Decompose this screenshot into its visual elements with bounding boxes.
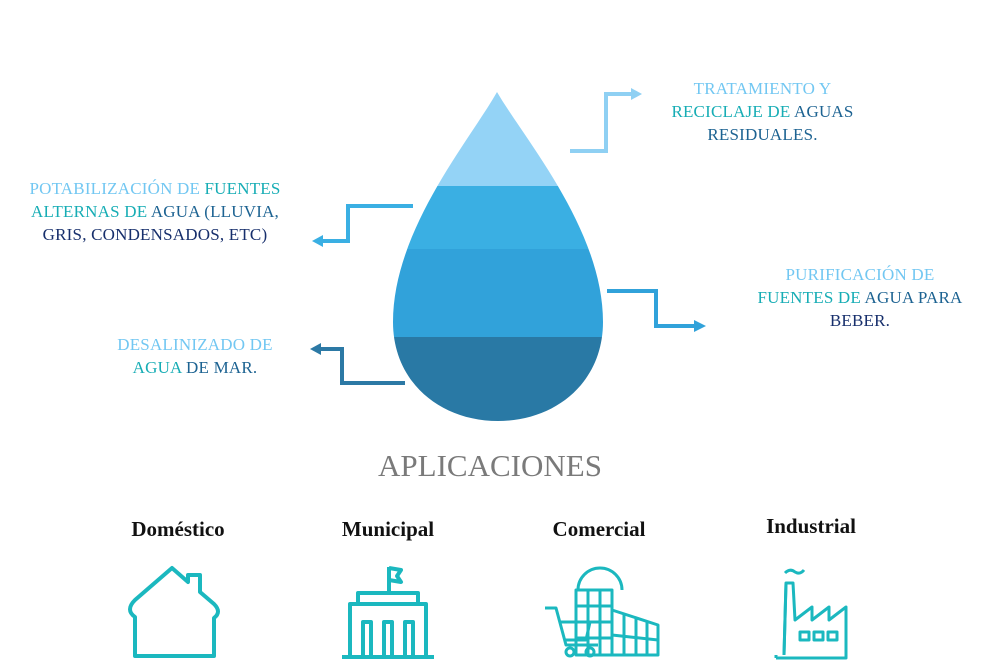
label-line: POTABILIZACIÓN DE bbox=[29, 179, 205, 198]
label-line: AGUA (LLUVIA, bbox=[150, 202, 280, 221]
label-line: DESALINIZADO DE bbox=[117, 335, 273, 354]
category-municipal: Municipal bbox=[341, 517, 435, 541]
label-purificacion: PURIFICACIÓN DE FUENTES DE AGUA PARA BEB… bbox=[735, 263, 985, 332]
arrow-desalinizado bbox=[320, 347, 405, 385]
label-line: FUENTES bbox=[204, 179, 281, 198]
drop-layer-4 bbox=[393, 337, 603, 421]
label-line: FUENTES DE bbox=[757, 288, 865, 307]
category-industrial: Industrial bbox=[766, 514, 856, 538]
water-drop bbox=[393, 92, 603, 421]
label-line: RECICLAJE DE bbox=[671, 102, 794, 121]
label-desalinizado: DESALINIZADO DE AGUA DE MAR. bbox=[95, 333, 295, 379]
label-potabilizacion: POTABILIZACIÓN DE FUENTES ALTERNAS DE AG… bbox=[10, 177, 300, 246]
label-line: AGUAS bbox=[793, 102, 854, 121]
arrow-purificacion bbox=[607, 289, 696, 328]
label-line: AGUA PARA bbox=[864, 288, 963, 307]
category-comercial: Comercial bbox=[552, 517, 646, 541]
label-line: ALTERNAS DE bbox=[30, 202, 151, 221]
label-tratamiento: TRATAMIENTO Y RECICLAJE DE AGUAS RESIDUA… bbox=[640, 77, 885, 146]
applications-title: APLICACIONES bbox=[378, 448, 602, 483]
label-line: PURIFICACIÓN DE bbox=[785, 265, 935, 284]
label-line: TRATAMIENTO Y bbox=[693, 79, 832, 98]
factory-icon bbox=[774, 568, 848, 660]
drop-layer-3 bbox=[393, 249, 603, 337]
drop-layer-2 bbox=[393, 186, 603, 249]
government-building-icon bbox=[342, 566, 434, 659]
label-line: RESIDUALES. bbox=[707, 125, 818, 144]
label-line: GRIS, CONDENSADOS, ETC) bbox=[42, 225, 268, 244]
category-domestico: Doméstico bbox=[131, 517, 225, 541]
label-line: BEBER. bbox=[829, 311, 891, 330]
shopping-mall-cart-icon bbox=[545, 566, 660, 658]
arrow-potabilizacion bbox=[322, 204, 413, 243]
label-line: AGUA bbox=[132, 358, 182, 377]
drop-layer-1 bbox=[393, 92, 603, 186]
arrow-tratamiento bbox=[570, 92, 633, 153]
label-line: DE MAR. bbox=[181, 358, 258, 377]
house-icon bbox=[128, 566, 220, 658]
